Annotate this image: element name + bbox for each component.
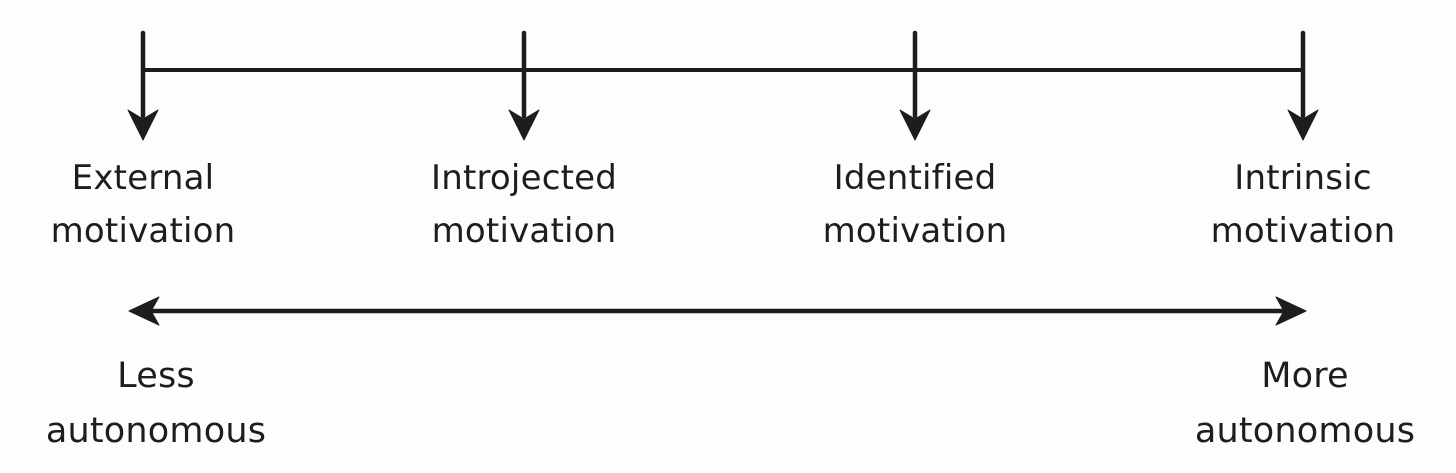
down-arrow-icon bbox=[1287, 30, 1319, 141]
label-intrinsic-motivation: Intrinsic motivation bbox=[1210, 158, 1396, 251]
label-external-motivation: External motivation bbox=[50, 158, 236, 251]
down-arrowhead-icon bbox=[127, 109, 159, 141]
down-arrowhead-icon bbox=[1287, 109, 1319, 141]
right-arrowhead-icon bbox=[1275, 296, 1307, 326]
autonomy-axis-arrow bbox=[128, 296, 1307, 326]
label-identified-motivation: Identified motivation bbox=[822, 158, 1008, 251]
label-more-autonomous: More autonomous bbox=[1194, 356, 1416, 451]
label-less-autonomous: Less autonomous bbox=[45, 356, 267, 451]
down-arrow-icon bbox=[899, 30, 931, 141]
down-arrowhead-icon bbox=[899, 109, 931, 141]
down-arrowhead-icon bbox=[508, 109, 540, 141]
down-arrow-icon bbox=[127, 30, 159, 141]
down-arrow-icon bbox=[508, 30, 540, 141]
left-arrowhead-icon bbox=[128, 296, 160, 326]
label-introjected-motivation: Introjected motivation bbox=[430, 158, 618, 251]
